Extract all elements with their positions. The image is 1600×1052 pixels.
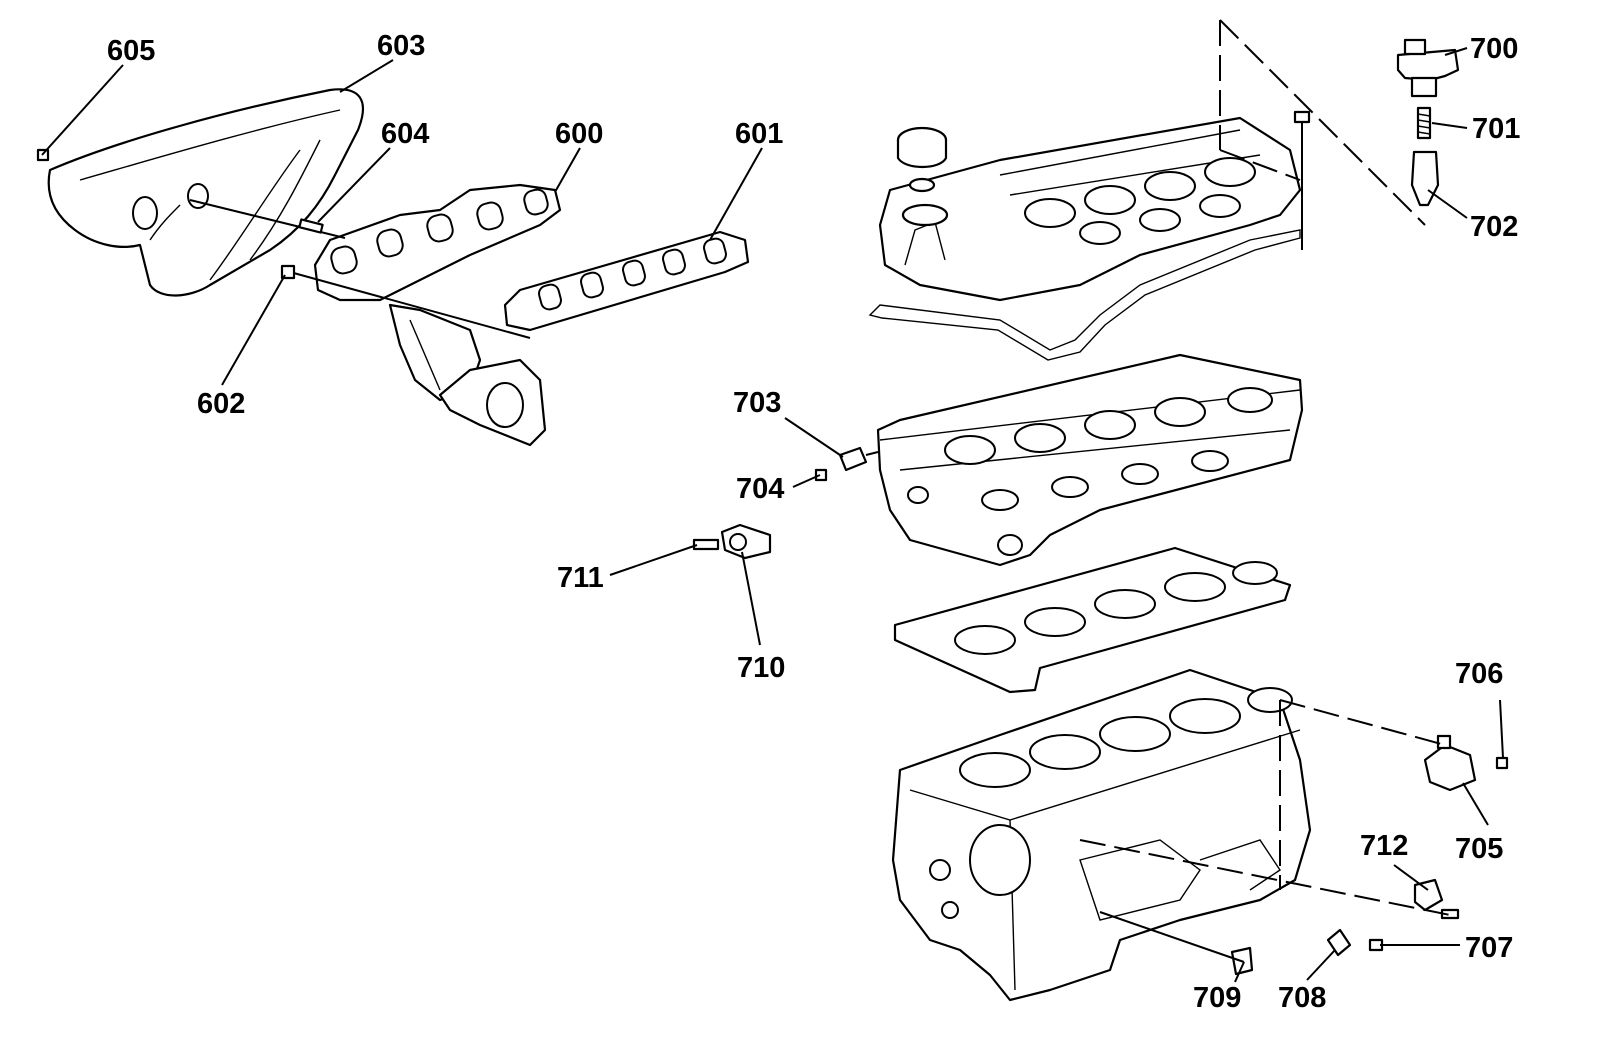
callout-709: 709: [1193, 982, 1241, 1014]
callout-704: 704: [736, 473, 784, 505]
callout-708: 708: [1278, 982, 1326, 1014]
sensor-washer-704: [814, 468, 828, 482]
callout-605: 605: [107, 35, 155, 67]
callout-703: 703: [733, 387, 781, 419]
leader-lines: [41, 47, 1504, 983]
reference-lines: [1079, 19, 1451, 916]
bolt-706: [1495, 756, 1509, 770]
callout-705: 705: [1455, 833, 1503, 865]
sensor-703: [838, 446, 879, 472]
sensor-708: [1326, 928, 1352, 957]
exhaust-manifold-gasket: [503, 230, 750, 332]
callout-603: 603: [377, 30, 425, 62]
callout-601: 601: [735, 118, 783, 150]
callout-702: 702: [1470, 211, 1518, 243]
oil-filler-cap: [896, 126, 948, 193]
callout-701: 701: [1472, 113, 1520, 145]
coil-spring-701: [1416, 106, 1432, 140]
cylinder-head-gasket: [893, 546, 1292, 694]
camshaft-cover: [878, 116, 1302, 302]
callout-600: 600: [555, 118, 603, 150]
sensor-712: [1413, 878, 1460, 920]
callout-700: 700: [1470, 33, 1518, 65]
callout-710: 710: [737, 652, 785, 684]
cover-bolt: [1293, 110, 1311, 250]
sensor-705: [1423, 734, 1477, 792]
coil-boot-702: [1410, 150, 1440, 207]
bolt-711: [692, 538, 720, 551]
callout-706: 706: [1455, 658, 1503, 690]
exhaust-manifold: [313, 183, 562, 447]
callout-707: 707: [1465, 932, 1513, 964]
exhaust-heat-shield: [47, 88, 364, 297]
callout-712: 712: [1360, 830, 1408, 862]
ignition-coil-700: [1396, 38, 1460, 98]
manifold-stud-604: [189, 199, 346, 239]
camshaft-cover-gasket: [868, 229, 1301, 361]
callout-711: 711: [557, 562, 604, 594]
cylinder-head: [876, 353, 1304, 567]
callout-604: 604: [381, 118, 429, 150]
sensor-710: [720, 523, 772, 560]
callout-602: 602: [197, 388, 245, 420]
